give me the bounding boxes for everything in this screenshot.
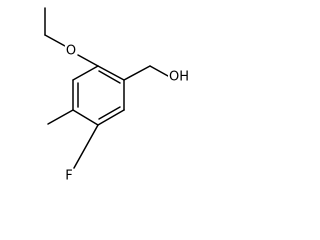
- aromatic-inner-bond-2: [98, 106, 121, 120]
- fluorine-label: F: [64, 168, 74, 184]
- ether-oxygen-label: O: [64, 43, 78, 59]
- bond-ring-ch2: [123, 65, 151, 81]
- ring-bond-c3-c4: [72, 109, 99, 126]
- hydroxyl-label: OH: [167, 69, 191, 85]
- bond-ring-fluorine: [73, 124, 99, 169]
- ring-bond-c6-c1: [97, 65, 125, 81]
- bond-ring-methyl: [47, 109, 74, 125]
- aromatic-inner-bond-3: [98, 70, 121, 84]
- bond-ch2-hydroxyl: [149, 65, 169, 77]
- ring-bond-c4-c5: [97, 109, 125, 126]
- ring-bond-c1-c2: [72, 65, 99, 81]
- bond-ring-ether-oxygen: [77, 54, 99, 67]
- skeletal-formula: [44, 7, 169, 169]
- bond-ether-oxygen-ch2: [44, 34, 66, 47]
